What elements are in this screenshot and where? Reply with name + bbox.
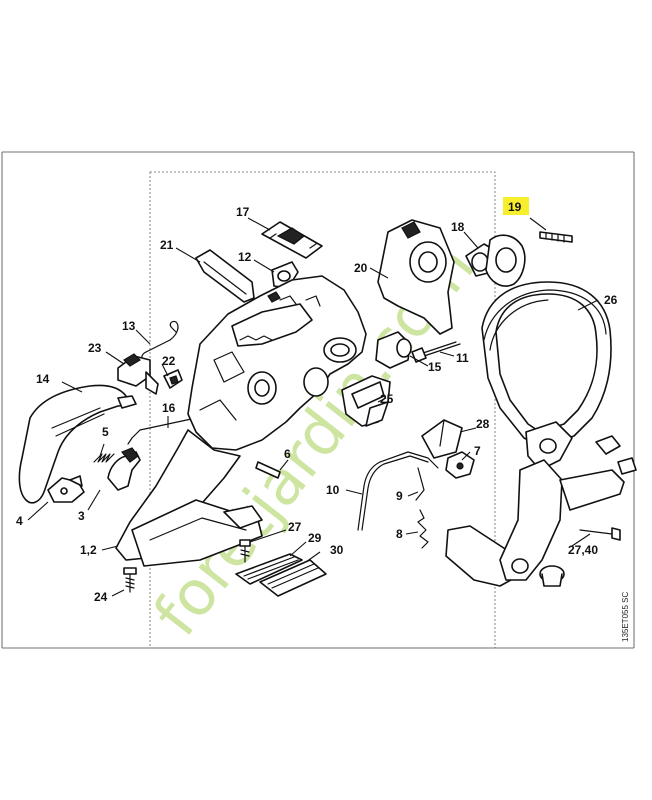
callout-17[interactable]: 17 (236, 205, 250, 219)
part-handle-cover (195, 249, 255, 303)
part-bolt-11 (411, 341, 461, 363)
highlight-box-19 (503, 197, 529, 215)
part-handle-mount-base (445, 435, 637, 587)
callout-20[interactable]: 20 (354, 261, 368, 275)
part-spring (93, 453, 115, 463)
callout-30[interactable]: 30 (330, 543, 344, 557)
part-rubber-strip-29 (235, 553, 303, 585)
callout-9[interactable]: 9 (396, 489, 403, 503)
callout-15[interactable]: 15 (428, 360, 442, 374)
part-pin-6 (255, 461, 281, 479)
leader-lines (27, 217, 599, 597)
callout-27-40[interactable]: 27,40 (568, 543, 598, 557)
callout-26[interactable]: 26 (604, 293, 618, 307)
callout-23[interactable]: 23 (88, 341, 102, 355)
part-stihl-logo-plate (261, 221, 323, 259)
part-spring-9 (415, 467, 425, 501)
callout-13[interactable]: 13 (122, 319, 136, 333)
part-buffer-15 (375, 331, 412, 369)
callout-22[interactable]: 22 (162, 354, 176, 368)
part-grommet-bottom (539, 565, 565, 587)
callout-6[interactable]: 6 (284, 447, 291, 461)
part-pin-19 (539, 231, 573, 243)
part-front-handle-26 (481, 281, 612, 471)
diagram-frame (1, 151, 635, 649)
part-intake-boot-18 (465, 234, 526, 287)
callout-1-2[interactable]: 1,2 (80, 543, 97, 557)
callout-29[interactable]: 29 (308, 531, 322, 545)
callout-12[interactable]: 12 (238, 250, 252, 264)
part-shroud-20 (377, 219, 455, 335)
part-chain-catcher (47, 475, 85, 503)
part-throttle-trigger (117, 353, 159, 395)
part-rod-10 (357, 451, 439, 531)
part-small-block (163, 369, 183, 389)
callout-4[interactable]: 4 (16, 514, 23, 528)
part-main-housing (187, 275, 367, 451)
callout-14[interactable]: 14 (36, 372, 50, 386)
callout-16[interactable]: 16 (162, 401, 176, 415)
callout-28[interactable]: 28 (476, 417, 490, 431)
callout-24[interactable]: 24 (94, 590, 108, 604)
drawing-code-label: 135ET055 SC (621, 592, 630, 642)
part-rear-handle (115, 429, 263, 567)
part-knob-7 (445, 451, 475, 479)
callout-18[interactable]: 18 (451, 220, 465, 234)
callout-5[interactable]: 5 (102, 425, 109, 439)
callout-8[interactable]: 8 (396, 527, 403, 541)
callout-labels: 17 21 12 20 18 19 26 13 23 22 11 15 14 1… (16, 200, 618, 604)
part-bolt-2740 (579, 527, 621, 541)
part-screw-27 (239, 539, 251, 563)
callout-21[interactable]: 21 (160, 238, 174, 252)
part-screw-24 (123, 567, 137, 593)
callout-19[interactable]: 19 (508, 200, 522, 214)
callout-3[interactable]: 3 (78, 509, 85, 523)
callout-7[interactable]: 7 (474, 444, 481, 458)
callout-11[interactable]: 11 (456, 351, 469, 365)
callout-25[interactable]: 25 (380, 392, 394, 406)
housing-group-box (149, 171, 496, 649)
part-chain-sprocket-cover (18, 384, 137, 504)
part-block-28 (421, 419, 463, 459)
callout-27[interactable]: 27 (288, 520, 302, 534)
part-lever (107, 447, 141, 491)
callout-10[interactable]: 10 (326, 483, 340, 497)
part-carburetor-box-25 (341, 375, 391, 427)
part-spring-8 (417, 509, 429, 549)
part-pad-30 (259, 559, 327, 597)
